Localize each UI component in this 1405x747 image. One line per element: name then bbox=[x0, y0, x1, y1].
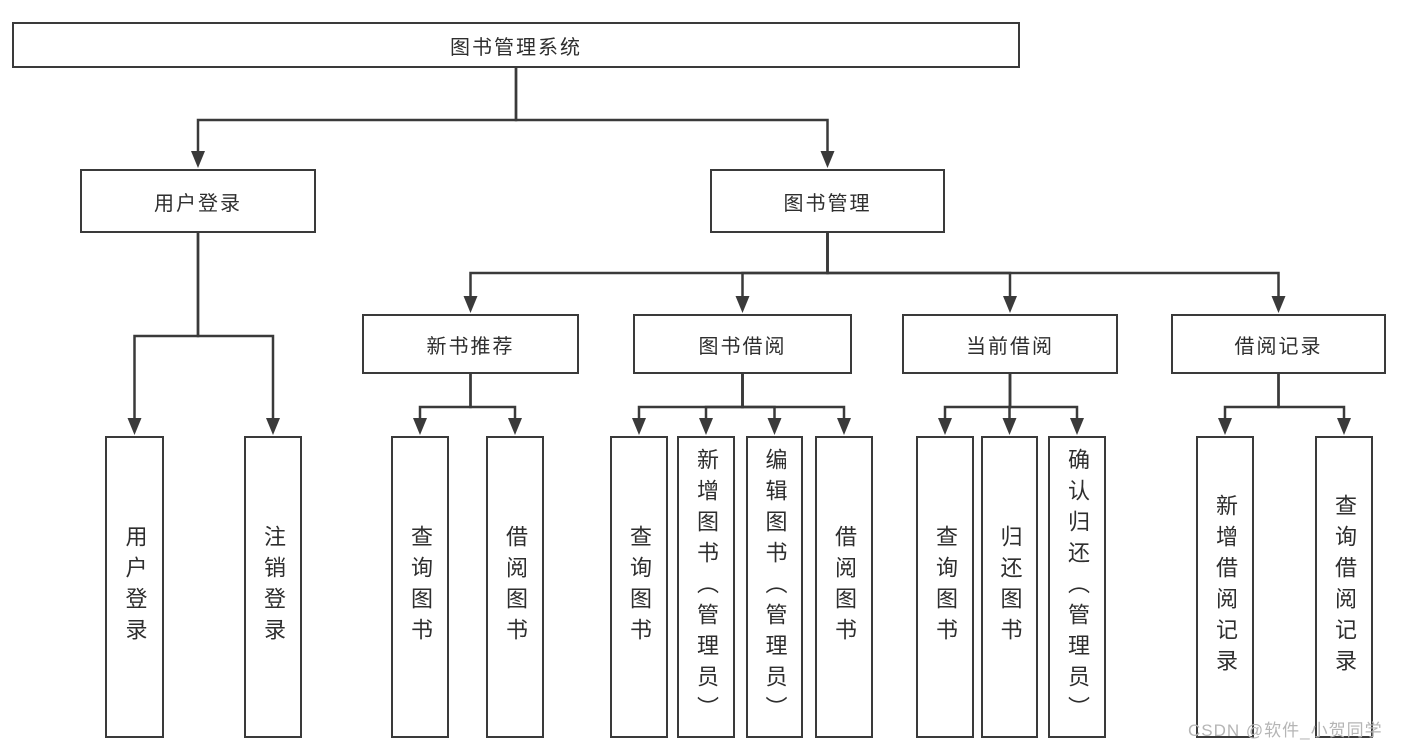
edge-book-borrow-to-leaf-query-book-2 bbox=[637, 374, 744, 421]
node-leaf-user-login: 用户登录 bbox=[105, 436, 164, 738]
arrowhead-icon bbox=[1271, 296, 1286, 313]
arrowhead-icon bbox=[191, 151, 205, 168]
node-borrow-records: 借阅记录 bbox=[1171, 314, 1386, 374]
node-label: 查询图书 bbox=[627, 525, 652, 649]
node-leaf-edit-book-admin: 编辑图书（管理员） bbox=[746, 436, 803, 738]
node-label: 编辑图书（管理员） bbox=[762, 447, 788, 727]
edge-current-borrow-to-leaf-confirm-return bbox=[1008, 374, 1079, 421]
node-book-management: 图书管理 bbox=[710, 169, 945, 233]
arrowhead-icon bbox=[1002, 418, 1017, 435]
node-label: 注销登录 bbox=[261, 525, 286, 649]
node-label: 新书推荐 bbox=[426, 335, 515, 358]
node-label: 新增图书（管理员） bbox=[694, 447, 719, 727]
edge-borrow-records-to-leaf-query-borrow-record bbox=[1277, 374, 1346, 421]
node-leaf-query-book-3: 查询图书 bbox=[916, 436, 974, 738]
node-label: 新增借阅记录 bbox=[1213, 494, 1238, 680]
arrowhead-icon bbox=[632, 418, 646, 435]
edge-book-borrow-to-leaf-borrow-book-2 bbox=[741, 374, 846, 421]
node-leaf-borrow-book-1: 借阅图书 bbox=[486, 436, 544, 738]
node-label: 图书借阅 bbox=[698, 335, 787, 358]
node-leaf-query-book-2: 查询图书 bbox=[610, 436, 668, 738]
node-leaf-confirm-return: 确认归还（管理员） bbox=[1048, 436, 1106, 738]
node-leaf-query-book-1: 查询图书 bbox=[391, 436, 449, 738]
arrowhead-icon bbox=[127, 418, 142, 435]
node-book-borrow: 图书借阅 bbox=[633, 314, 852, 374]
edge-book-management-to-current-borrow bbox=[826, 233, 1012, 299]
arrowhead-icon bbox=[1070, 418, 1084, 435]
node-leaf-logout: 注销登录 bbox=[244, 436, 302, 738]
edge-user-login-to-leaf-logout bbox=[196, 233, 275, 421]
node-current-borrow: 当前借阅 bbox=[902, 314, 1118, 374]
node-leaf-add-borrow-record: 新增借阅记录 bbox=[1196, 436, 1254, 738]
edge-book-management-to-book-borrow bbox=[741, 233, 829, 299]
node-new-book-recommend: 新书推荐 bbox=[362, 314, 579, 374]
arrowhead-icon bbox=[938, 418, 952, 435]
edge-current-borrow-to-leaf-query-book-3 bbox=[943, 374, 1012, 421]
arrowhead-icon bbox=[463, 296, 478, 313]
node-label: 查询图书 bbox=[933, 525, 958, 649]
arrowhead-icon bbox=[735, 296, 750, 313]
node-label: 借阅图书 bbox=[832, 525, 857, 649]
edge-user-login-to-leaf-user-login bbox=[133, 233, 200, 421]
arrowhead-icon bbox=[413, 418, 427, 435]
node-label: 用户登录 bbox=[154, 192, 242, 215]
edge-borrow-records-to-leaf-add-borrow-record bbox=[1223, 374, 1280, 421]
node-label: 查询借阅记录 bbox=[1332, 494, 1357, 680]
node-label: 确认归还（管理员） bbox=[1065, 447, 1090, 727]
arrowhead-icon bbox=[820, 151, 835, 168]
node-leaf-return-book: 归还图书 bbox=[981, 436, 1038, 738]
arrowhead-icon bbox=[837, 418, 851, 435]
edge-book-borrow-to-leaf-add-book-admin bbox=[704, 374, 744, 421]
node-label: 图书管理系统 bbox=[450, 36, 582, 59]
arrowhead-icon bbox=[1337, 418, 1351, 435]
node-leaf-borrow-book-2: 借阅图书 bbox=[815, 436, 873, 738]
node-label: 借阅记录 bbox=[1234, 335, 1323, 358]
node-label: 当前借阅 bbox=[966, 335, 1054, 358]
edge-root-to-book-management bbox=[514, 68, 829, 154]
edge-book-management-to-new-book-recommend bbox=[469, 233, 829, 299]
node-user-login: 用户登录 bbox=[80, 169, 316, 233]
arrowhead-icon bbox=[1003, 296, 1017, 313]
node-label: 图书管理 bbox=[783, 192, 872, 215]
node-root: 图书管理系统 bbox=[12, 22, 1020, 68]
node-label: 借阅图书 bbox=[503, 525, 528, 649]
edge-book-borrow-to-leaf-edit-book-admin bbox=[741, 374, 776, 421]
node-label: 用户登录 bbox=[122, 525, 148, 649]
node-label: 归还图书 bbox=[997, 525, 1023, 649]
node-label: 查询图书 bbox=[408, 525, 433, 649]
arrowhead-icon bbox=[767, 418, 782, 435]
edge-book-management-to-borrow-records bbox=[826, 233, 1280, 299]
csdn-watermark: CSDN @软件_小贺同学 bbox=[1188, 721, 1383, 740]
edge-new-book-recommend-to-leaf-borrow-book-1 bbox=[469, 374, 517, 421]
node-leaf-query-borrow-record: 查询借阅记录 bbox=[1315, 436, 1373, 738]
edge-new-book-recommend-to-leaf-query-book-1 bbox=[418, 374, 472, 421]
arrowhead-icon bbox=[1218, 418, 1232, 435]
arrowhead-icon bbox=[699, 418, 713, 435]
arrowhead-icon bbox=[508, 418, 522, 435]
arrowhead-icon bbox=[266, 418, 280, 435]
edge-root-to-user-login bbox=[196, 68, 518, 154]
node-leaf-add-book-admin: 新增图书（管理员） bbox=[677, 436, 735, 738]
